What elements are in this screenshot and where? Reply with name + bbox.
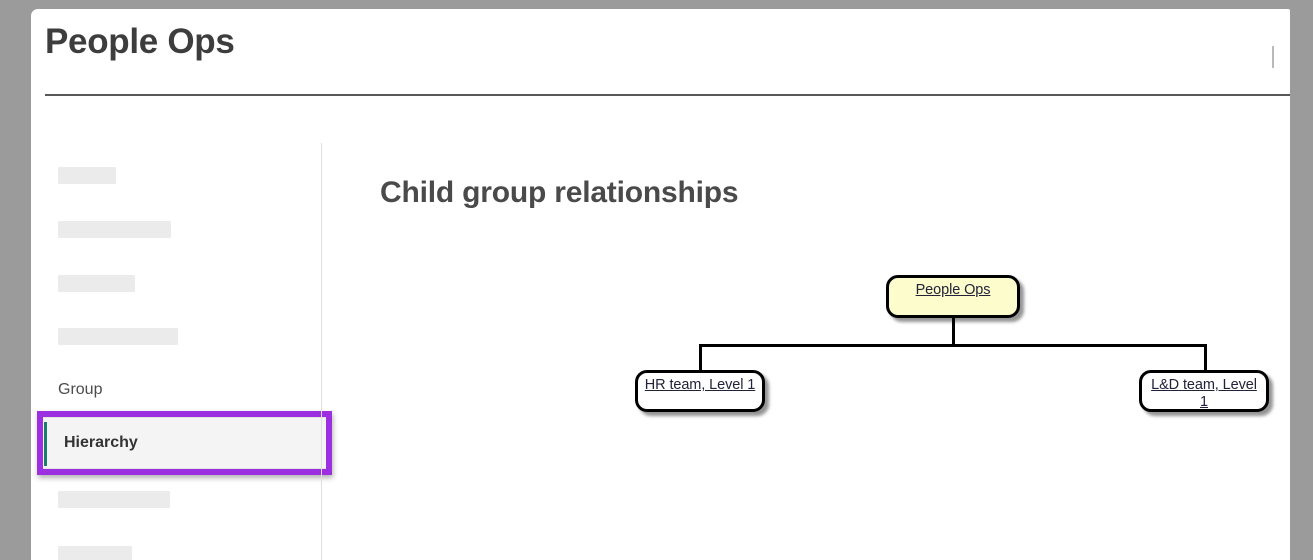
sidebar-skeleton-item bbox=[58, 328, 178, 345]
sidebar: Group Hierarchy bbox=[31, 105, 332, 560]
edge-to-child-hr bbox=[699, 344, 702, 372]
content-heading: Child group relationships bbox=[380, 176, 739, 209]
sidebar-skeleton-item bbox=[58, 275, 135, 292]
sidebar-skeleton-item bbox=[58, 167, 116, 184]
annotation-highlight-box bbox=[37, 411, 332, 475]
edge-horizontal-bus bbox=[699, 344, 1207, 347]
page-title: People Ops bbox=[45, 22, 235, 61]
main-content: Child group relationships People Ops HR … bbox=[322, 105, 1290, 560]
app-page: People Ops Group Hierarchy bbox=[31, 9, 1290, 560]
header-caret-icon bbox=[1272, 46, 1274, 68]
sidebar-section-label-group: Group bbox=[58, 381, 103, 398]
header-divider bbox=[45, 94, 1290, 96]
sidebar-skeleton-item bbox=[58, 491, 170, 508]
tree-node-label[interactable]: People Ops bbox=[915, 282, 991, 298]
tree-node-child-hr[interactable]: HR team, Level 1 bbox=[635, 370, 765, 412]
sidebar-skeleton-item bbox=[58, 221, 171, 238]
page-header: People Ops bbox=[31, 9, 1290, 96]
sidebar-item-hierarchy-wrapper: Hierarchy bbox=[37, 411, 332, 475]
tree-node-child-ld[interactable]: L&D team, Level 1 bbox=[1139, 370, 1269, 412]
tree-node-label[interactable]: HR team, Level 1 bbox=[644, 377, 756, 393]
active-accent-bar bbox=[44, 422, 47, 466]
hierarchy-tree-diagram: People Ops HR team, Level 1 L&D team, Le… bbox=[322, 105, 1290, 560]
tree-node-label[interactable]: L&D team, Level 1 bbox=[1151, 377, 1257, 410]
sidebar-item-label: Hierarchy bbox=[64, 434, 138, 451]
sidebar-item-hierarchy[interactable]: Hierarchy bbox=[43, 417, 326, 469]
edge-to-child-ld bbox=[1204, 344, 1207, 372]
tree-node-root[interactable]: People Ops bbox=[886, 275, 1020, 318]
sidebar-divider bbox=[321, 143, 322, 560]
edge-root-stem bbox=[952, 317, 955, 345]
sidebar-skeleton-item bbox=[58, 546, 132, 560]
